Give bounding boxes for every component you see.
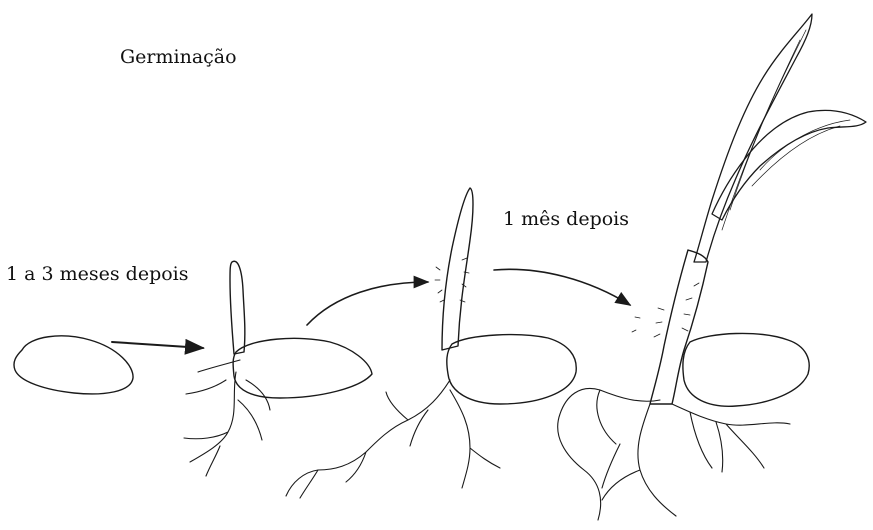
seedling-seed-body: [683, 333, 809, 406]
arrow-stage2-to-stage3: [307, 282, 428, 325]
sprout-seed-body: [447, 335, 576, 404]
seed-body: [14, 336, 133, 394]
sprout-shoot: [442, 188, 473, 350]
diagram-title: Germinação: [120, 46, 237, 68]
seedling-stage: [558, 14, 866, 520]
early-seed-body: [233, 338, 372, 398]
seedling-roots: [558, 388, 790, 520]
sprout-stage: [286, 188, 576, 498]
seedling-leaf-curved-veins: [752, 120, 850, 186]
seed-stage: [14, 336, 133, 394]
transition-label-2: 1 mês depois: [503, 208, 629, 230]
arrow-stage3-to-stage4: [494, 269, 630, 305]
seedling-stem: [650, 250, 708, 404]
early-sprout-stage: [184, 261, 372, 476]
seedling-leaf-tall-veins: [722, 30, 806, 230]
early-shoot: [230, 261, 245, 354]
seedling-stem-hairs: [632, 283, 699, 337]
transition-label-1: 1 a 3 meses depois: [6, 263, 189, 285]
arrow-stage1-to-stage2: [112, 342, 203, 348]
seedling-leaf-curved: [712, 110, 866, 220]
early-roots: [184, 360, 270, 476]
